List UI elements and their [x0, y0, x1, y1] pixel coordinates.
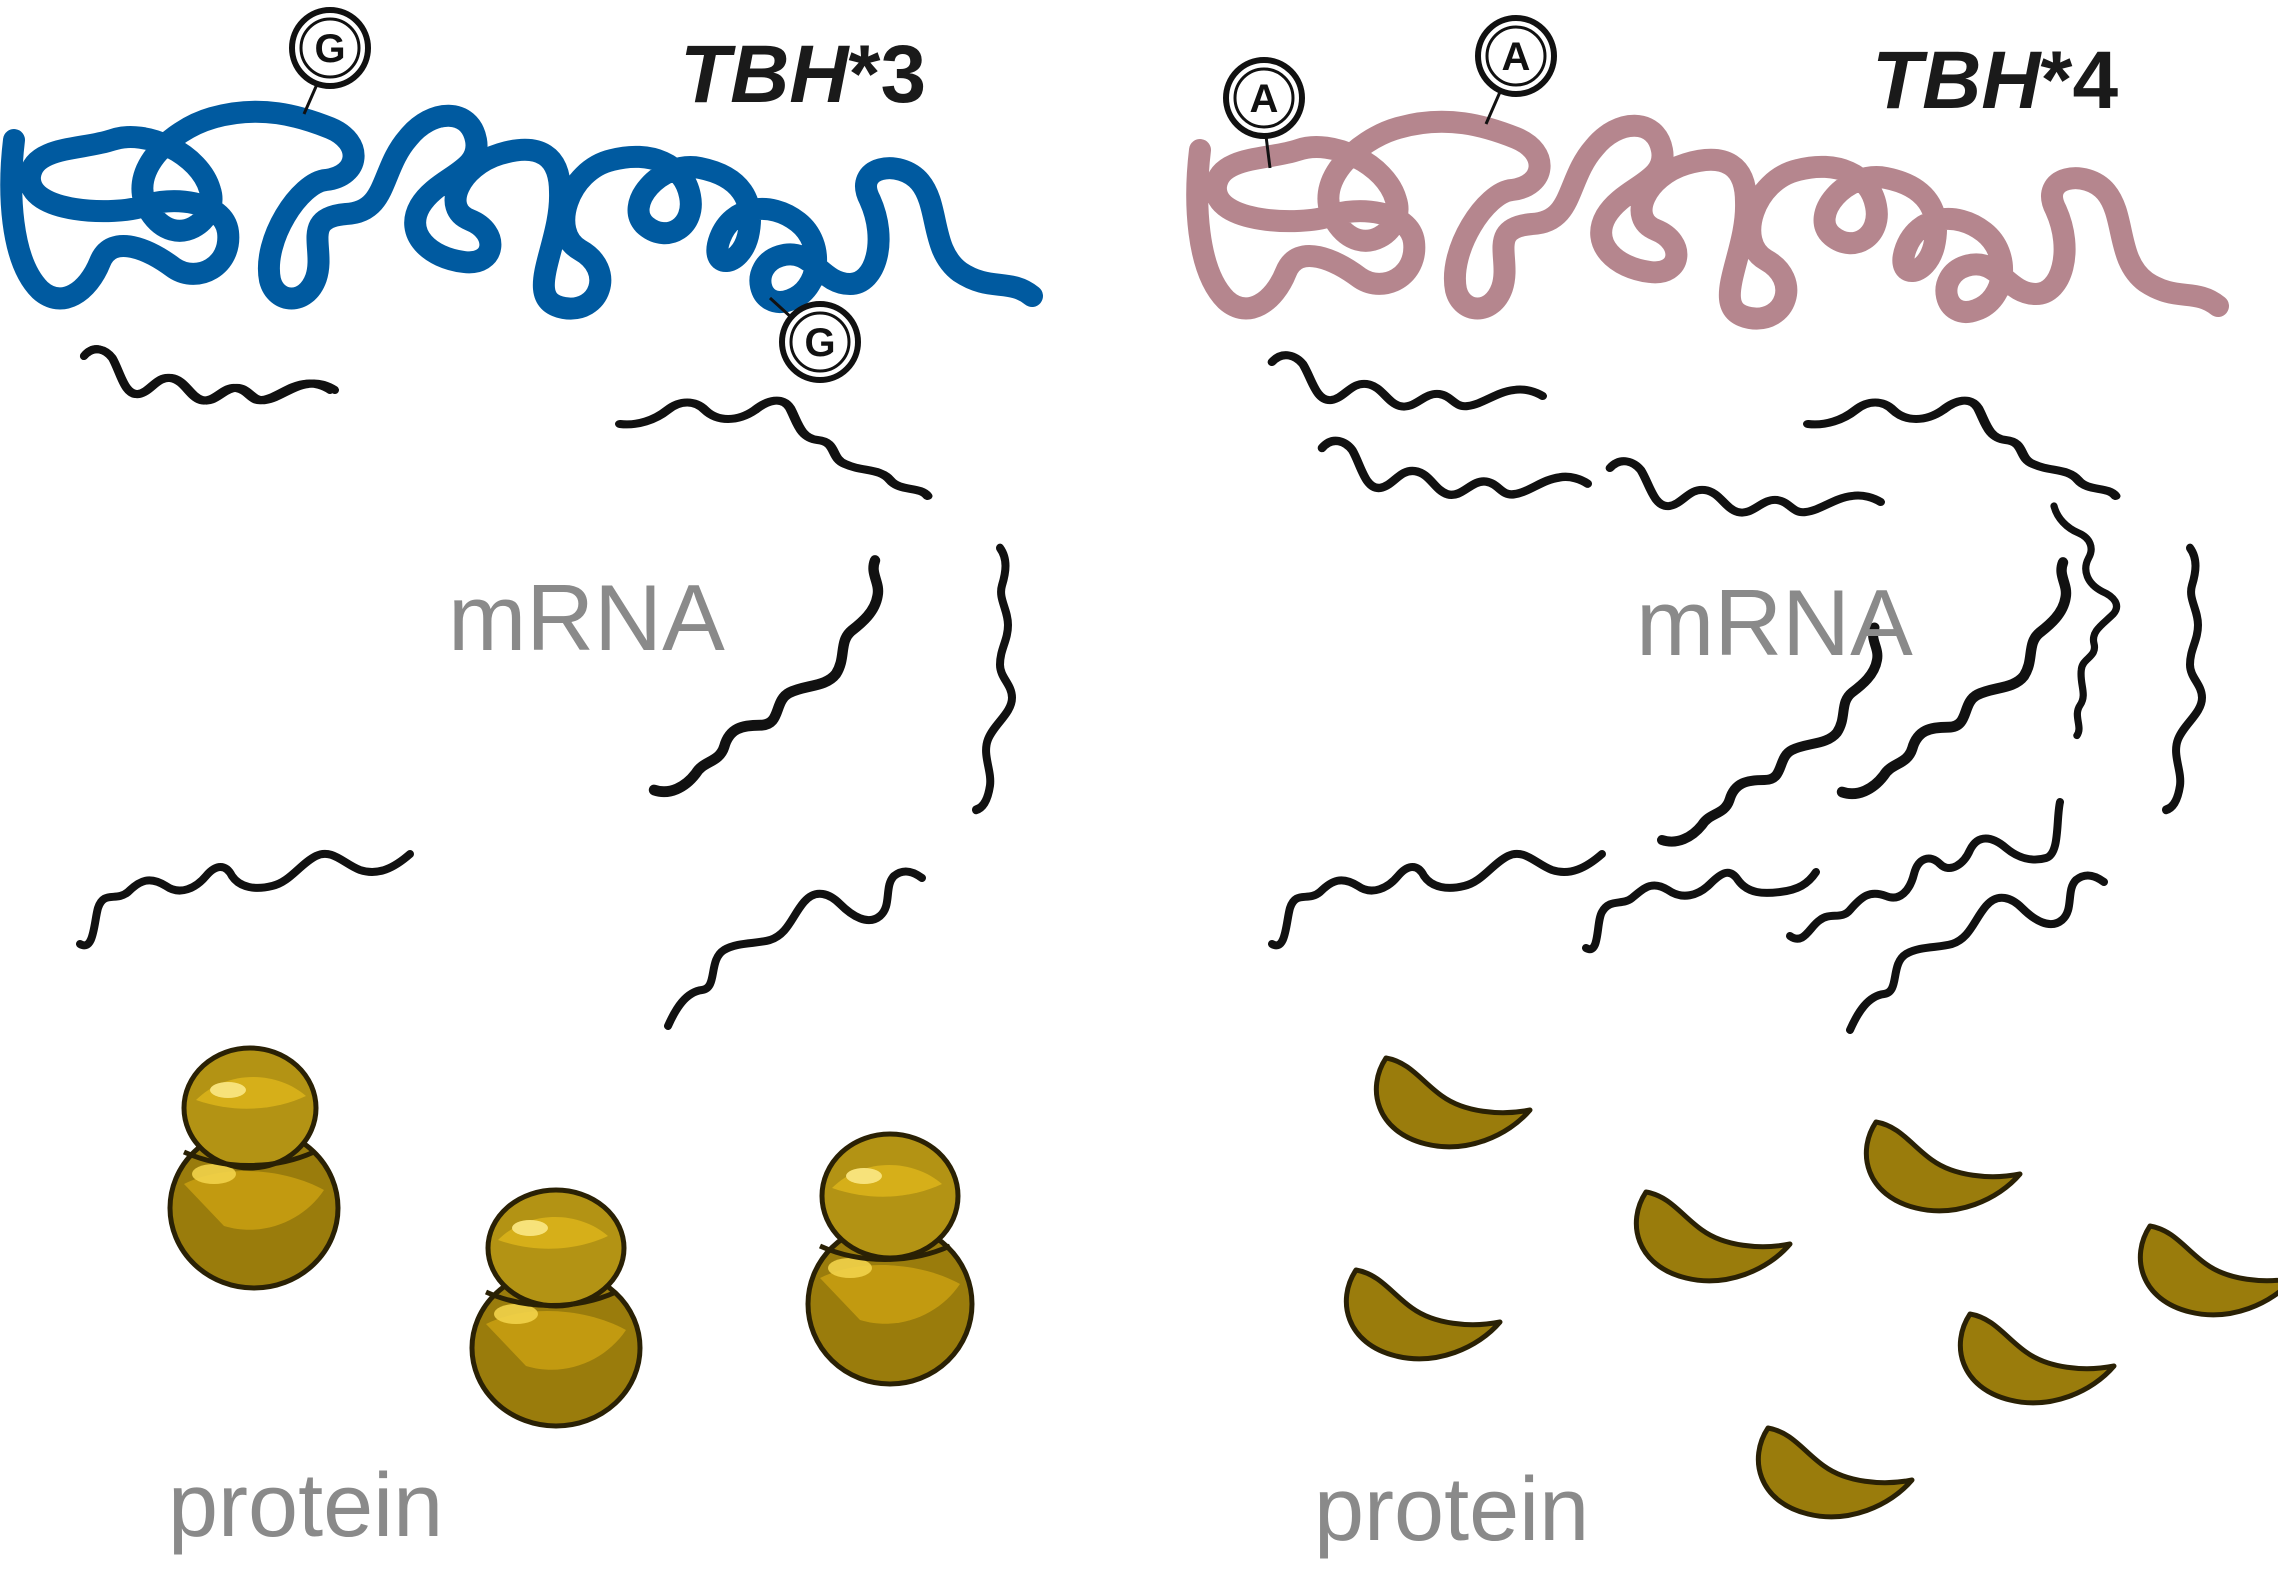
left-mrna-strand-5: [976, 548, 1012, 810]
left-title-main: TBH: [680, 29, 850, 120]
left-modification-marker-2: G: [768, 296, 861, 383]
protein-fragment-4: [2137, 1223, 2278, 1318]
right-mrna-label: mRNA: [1636, 570, 1913, 675]
right-mrna-strand-12: [1846, 871, 2108, 1034]
left-panel: TBH*3 G G mRNA: [0, 7, 1043, 1556]
protein-fragment-5: [1343, 1267, 1503, 1362]
left-mrna-strand-2: [84, 349, 335, 400]
right-mrna-strand-10: [1582, 868, 1820, 954]
right-mrna-group: [1268, 355, 2202, 1034]
protein-dimer-1: [167, 1045, 341, 1291]
left-modification-letter-2: G: [804, 321, 835, 365]
left-gene-coil: [0, 100, 1043, 320]
left-mrna-group: [76, 349, 1012, 1030]
protein-dimer-3: [805, 1131, 975, 1387]
left-mrna-strand-6: [76, 849, 414, 950]
left-protein-group: [167, 1045, 975, 1429]
right-mrna-strand-5: [1994, 498, 2157, 735]
protein-dimer-2: [469, 1187, 643, 1429]
right-protein-label: protein: [1314, 1460, 1589, 1560]
right-panel: TBH*4 A A: [1186, 15, 2278, 1560]
right-mrna-strand-9: [1268, 849, 1606, 950]
right-gene-coil: [1186, 110, 2229, 330]
left-modification-letter-1: G: [314, 27, 345, 71]
left-title-sup: *3: [849, 29, 927, 120]
right-mrna-strand-1: [1272, 355, 1543, 406]
left-mrna-strand-3: [620, 401, 928, 496]
left-title: TBH*3: [680, 29, 926, 120]
left-mrna-label: mRNA: [448, 565, 725, 670]
right-mrna-strand-2: [1322, 441, 1588, 495]
protein-fragment-3: [1633, 1189, 1793, 1284]
right-modification-letter-2: A: [1502, 35, 1531, 79]
right-mrna-strand-8: [2166, 548, 2202, 810]
left-modification-marker-1: G: [289, 7, 371, 115]
right-title-main: TBH: [1872, 35, 2042, 126]
right-mrna-strand-3: [1610, 461, 1881, 512]
right-modification-marker-1: A: [1223, 57, 1305, 169]
protein-fragment-1: [1373, 1055, 1533, 1150]
right-mrna-strand-11: [1786, 798, 2064, 943]
right-modification-letter-1: A: [1250, 77, 1279, 121]
right-protein-group: [1343, 1055, 2278, 1520]
protein-fragment-7: [1755, 1425, 1915, 1520]
right-mrna-strand-4: [1808, 401, 2116, 496]
left-protein-label: protein: [168, 1456, 443, 1556]
protein-fragment-6: [1957, 1311, 2117, 1406]
protein-fragment-2: [1863, 1119, 2023, 1214]
right-title-sup: *4: [2041, 35, 2119, 126]
left-mrna-strand-7: [664, 867, 926, 1030]
right-title: TBH*4: [1872, 35, 2118, 126]
right-modification-marker-2: A: [1475, 15, 1557, 125]
